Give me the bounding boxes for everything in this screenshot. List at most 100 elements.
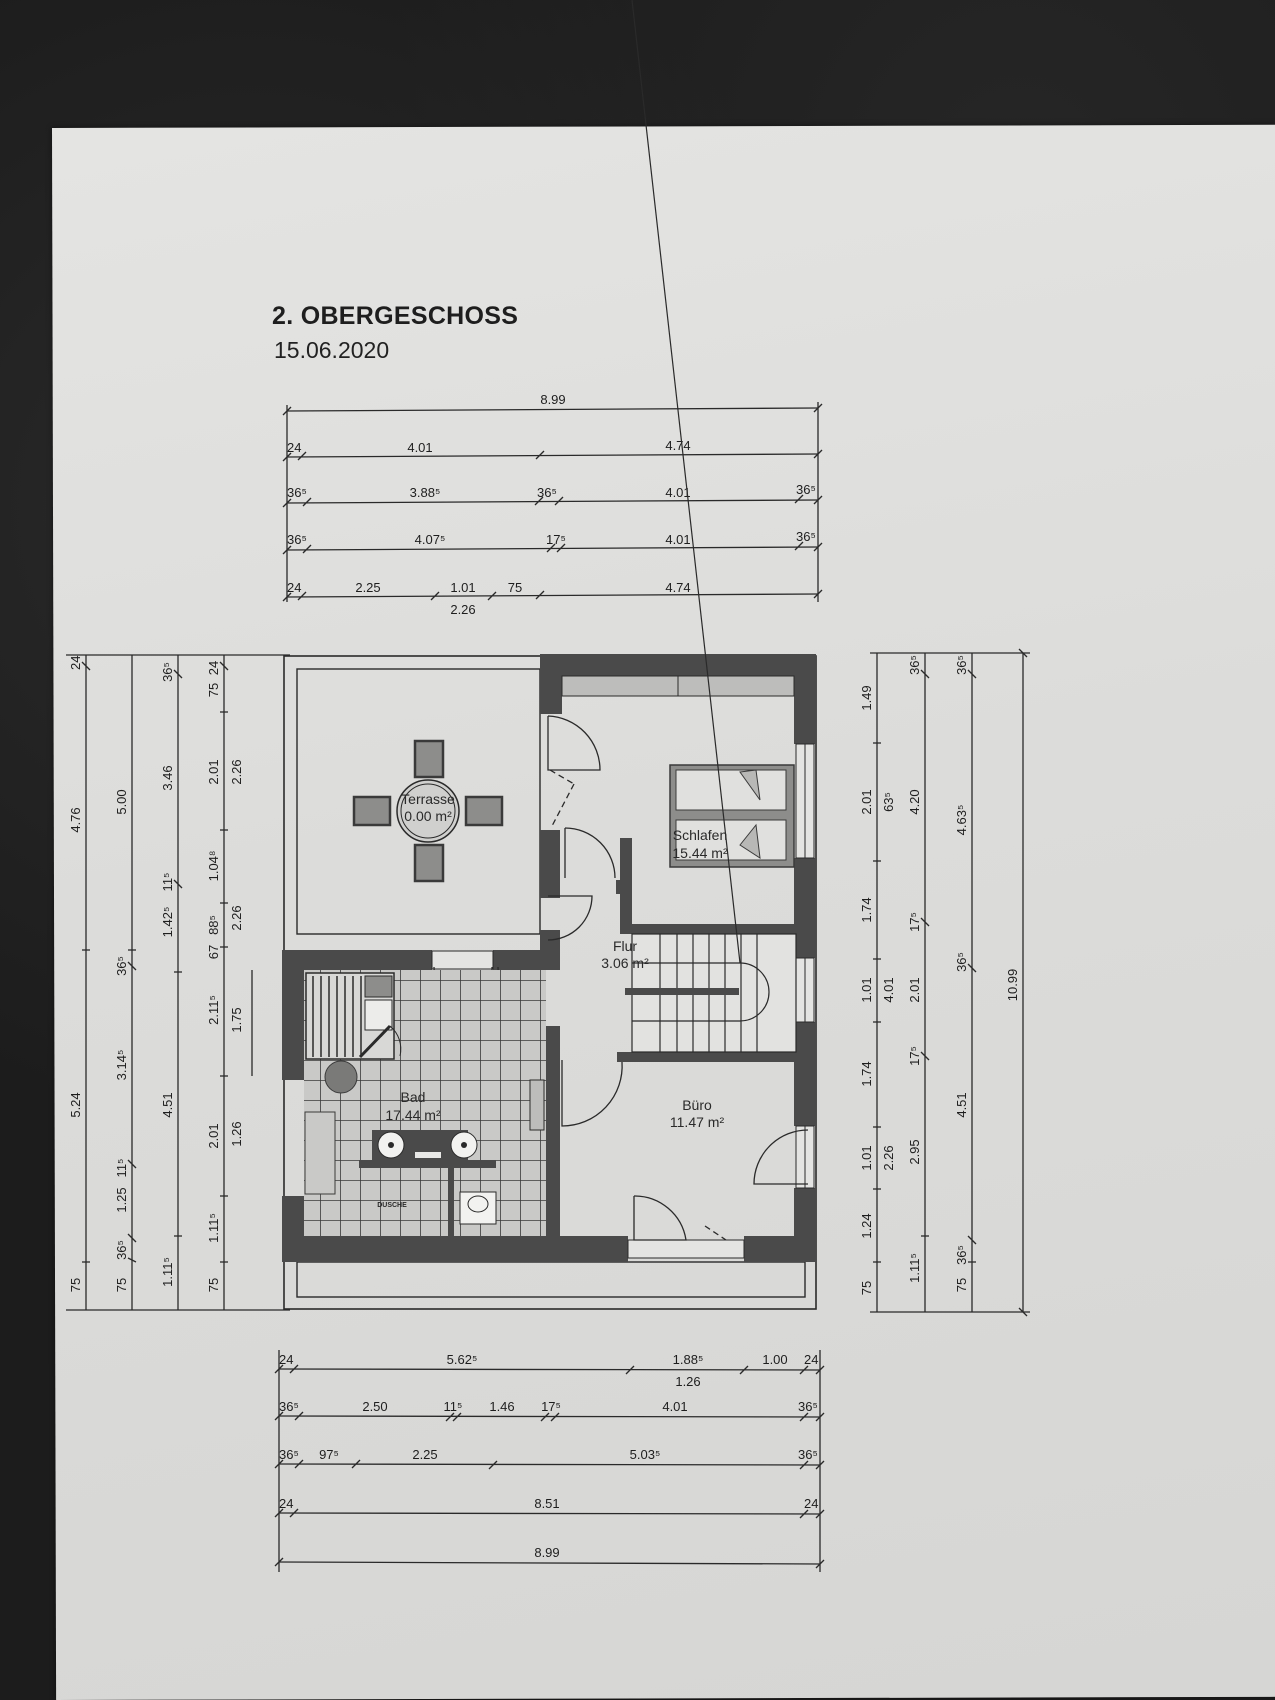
- room-name-schlafen: Schlafen: [673, 827, 727, 843]
- svg-text:88⁵: 88⁵: [206, 915, 221, 935]
- terrace-table-set: [352, 739, 504, 883]
- svg-text:36⁵: 36⁵: [537, 485, 557, 500]
- svg-text:1.88⁵: 1.88⁵: [673, 1352, 704, 1367]
- svg-text:4.01: 4.01: [881, 977, 896, 1002]
- svg-text:3.88⁵: 3.88⁵: [410, 485, 441, 500]
- svg-text:24: 24: [287, 580, 301, 595]
- svg-text:24: 24: [279, 1352, 293, 1367]
- svg-text:75: 75: [508, 580, 522, 595]
- svg-text:36⁵: 36⁵: [798, 1399, 818, 1414]
- svg-text:24: 24: [206, 661, 221, 675]
- bed: [669, 764, 795, 868]
- svg-text:24: 24: [287, 440, 301, 455]
- svg-text:2.26: 2.26: [229, 759, 244, 784]
- svg-text:5.24: 5.24: [68, 1092, 83, 1117]
- room-name-terrasse: Terrasse: [401, 791, 455, 807]
- plan-date: 15.06.2020: [274, 337, 390, 363]
- svg-text:1.01: 1.01: [859, 1145, 874, 1170]
- svg-text:5.62⁵: 5.62⁵: [447, 1352, 478, 1367]
- svg-text:1.46: 1.46: [489, 1399, 514, 1414]
- svg-text:36⁵: 36⁵: [287, 532, 307, 547]
- svg-text:11⁵: 11⁵: [444, 1399, 463, 1414]
- svg-text:36⁵: 36⁵: [114, 1240, 129, 1260]
- svg-text:63⁵: 63⁵: [881, 792, 896, 812]
- svg-text:4.01: 4.01: [407, 440, 432, 455]
- svg-text:1.25: 1.25: [114, 1187, 129, 1212]
- svg-text:36⁵: 36⁵: [160, 662, 175, 682]
- svg-text:11⁵: 11⁵: [160, 873, 175, 892]
- svg-text:4.51: 4.51: [954, 1092, 969, 1117]
- svg-text:24: 24: [279, 1496, 293, 1511]
- svg-text:2.26: 2.26: [881, 1145, 896, 1170]
- svg-text:11⁵: 11⁵: [114, 1159, 129, 1178]
- svg-text:2.11⁵: 2.11⁵: [206, 995, 221, 1025]
- windows: [431, 675, 815, 1259]
- svg-text:36⁵: 36⁵: [954, 952, 969, 972]
- svg-text:1.11⁵: 1.11⁵: [206, 1213, 221, 1243]
- svg-text:1.74: 1.74: [859, 1061, 874, 1086]
- svg-text:24: 24: [68, 656, 83, 670]
- svg-text:2.25: 2.25: [412, 1447, 437, 1462]
- svg-text:1.26: 1.26: [675, 1374, 700, 1389]
- svg-text:1.24: 1.24: [859, 1213, 874, 1238]
- svg-text:5.00: 5.00: [114, 789, 129, 814]
- svg-text:4.01: 4.01: [662, 1399, 687, 1414]
- svg-text:8.51: 8.51: [534, 1496, 559, 1511]
- svg-text:17⁵: 17⁵: [546, 532, 566, 547]
- svg-text:4.74: 4.74: [665, 580, 690, 595]
- room-name-bad: Bad: [401, 1089, 426, 1105]
- svg-text:36⁵: 36⁵: [954, 655, 969, 675]
- svg-text:36⁵: 36⁵: [907, 655, 922, 675]
- svg-text:17⁵: 17⁵: [541, 1399, 561, 1414]
- svg-text:36⁵: 36⁵: [279, 1399, 299, 1414]
- svg-text:36⁵: 36⁵: [954, 1245, 969, 1265]
- svg-text:3.14⁵: 3.14⁵: [114, 1050, 129, 1081]
- room-name-flur: Flur: [613, 938, 637, 954]
- svg-text:4.01: 4.01: [665, 485, 690, 500]
- room-name-buero: Büro: [682, 1097, 712, 1113]
- svg-text:2.25: 2.25: [355, 580, 380, 595]
- svg-text:1.26: 1.26: [229, 1121, 244, 1146]
- left-dimensions: 24 4.76 5.24 75 5.00 36⁵ 3.14⁵ 11⁵ 1.25 …: [66, 654, 290, 1311]
- walls: [282, 654, 816, 1262]
- svg-text:24: 24: [804, 1352, 818, 1367]
- svg-text:2.50: 2.50: [362, 1399, 387, 1414]
- svg-text:36⁵: 36⁵: [114, 956, 129, 976]
- room-area-buero: 11.47 m²: [670, 1114, 725, 1130]
- room-area-flur: 3.06 m²: [601, 955, 649, 971]
- svg-text:36⁵: 36⁵: [798, 1447, 818, 1462]
- svg-text:2.01: 2.01: [907, 977, 922, 1002]
- svg-text:36⁵: 36⁵: [796, 529, 816, 544]
- svg-text:17⁵: 17⁵: [907, 912, 922, 932]
- shower-label: DUSCHE: [377, 1202, 407, 1209]
- bathroom: DUSCHE: [304, 970, 546, 1236]
- svg-text:5.03⁵: 5.03⁵: [630, 1447, 661, 1462]
- svg-text:36⁵: 36⁵: [796, 482, 816, 497]
- svg-text:1.49: 1.49: [859, 685, 874, 710]
- svg-text:75: 75: [954, 1278, 969, 1292]
- room-area-bad: 17.44 m²: [385, 1107, 441, 1123]
- svg-text:75: 75: [206, 683, 221, 697]
- svg-text:2.01: 2.01: [859, 789, 874, 814]
- svg-text:4.07⁵: 4.07⁵: [415, 532, 446, 547]
- bottom-dimensions: 24 5.62⁵ 1.88⁵ 1.00 24 1.26 36⁵ 2.50 11⁵…: [274, 1350, 825, 1572]
- svg-text:1.04⁸: 1.04⁸: [206, 851, 221, 882]
- room-area-terrasse: 0.00 m²: [404, 808, 452, 824]
- staircase: [625, 0, 797, 1053]
- svg-text:2.01: 2.01: [206, 1123, 221, 1148]
- svg-text:1.75: 1.75: [229, 1007, 244, 1032]
- svg-text:1.00: 1.00: [762, 1352, 787, 1367]
- svg-text:1.11⁵: 1.11⁵: [907, 1253, 922, 1283]
- right-dimensions: 1.49 2.01 1.74 1.01 1.74 1.01 1.24 75 63…: [859, 648, 1030, 1317]
- svg-text:1.42⁵: 1.42⁵: [160, 907, 175, 938]
- svg-text:4.74: 4.74: [665, 438, 690, 453]
- svg-text:36⁵: 36⁵: [287, 485, 307, 500]
- svg-text:67: 67: [206, 945, 221, 959]
- svg-text:4.51: 4.51: [160, 1092, 175, 1117]
- room-labels: Terrasse 0.00 m² Schlafen 15.44 m² Flur …: [385, 791, 728, 1130]
- svg-text:2.26: 2.26: [450, 602, 475, 617]
- svg-text:75: 75: [859, 1281, 874, 1295]
- svg-text:75: 75: [114, 1278, 129, 1292]
- svg-text:2.26: 2.26: [229, 905, 244, 930]
